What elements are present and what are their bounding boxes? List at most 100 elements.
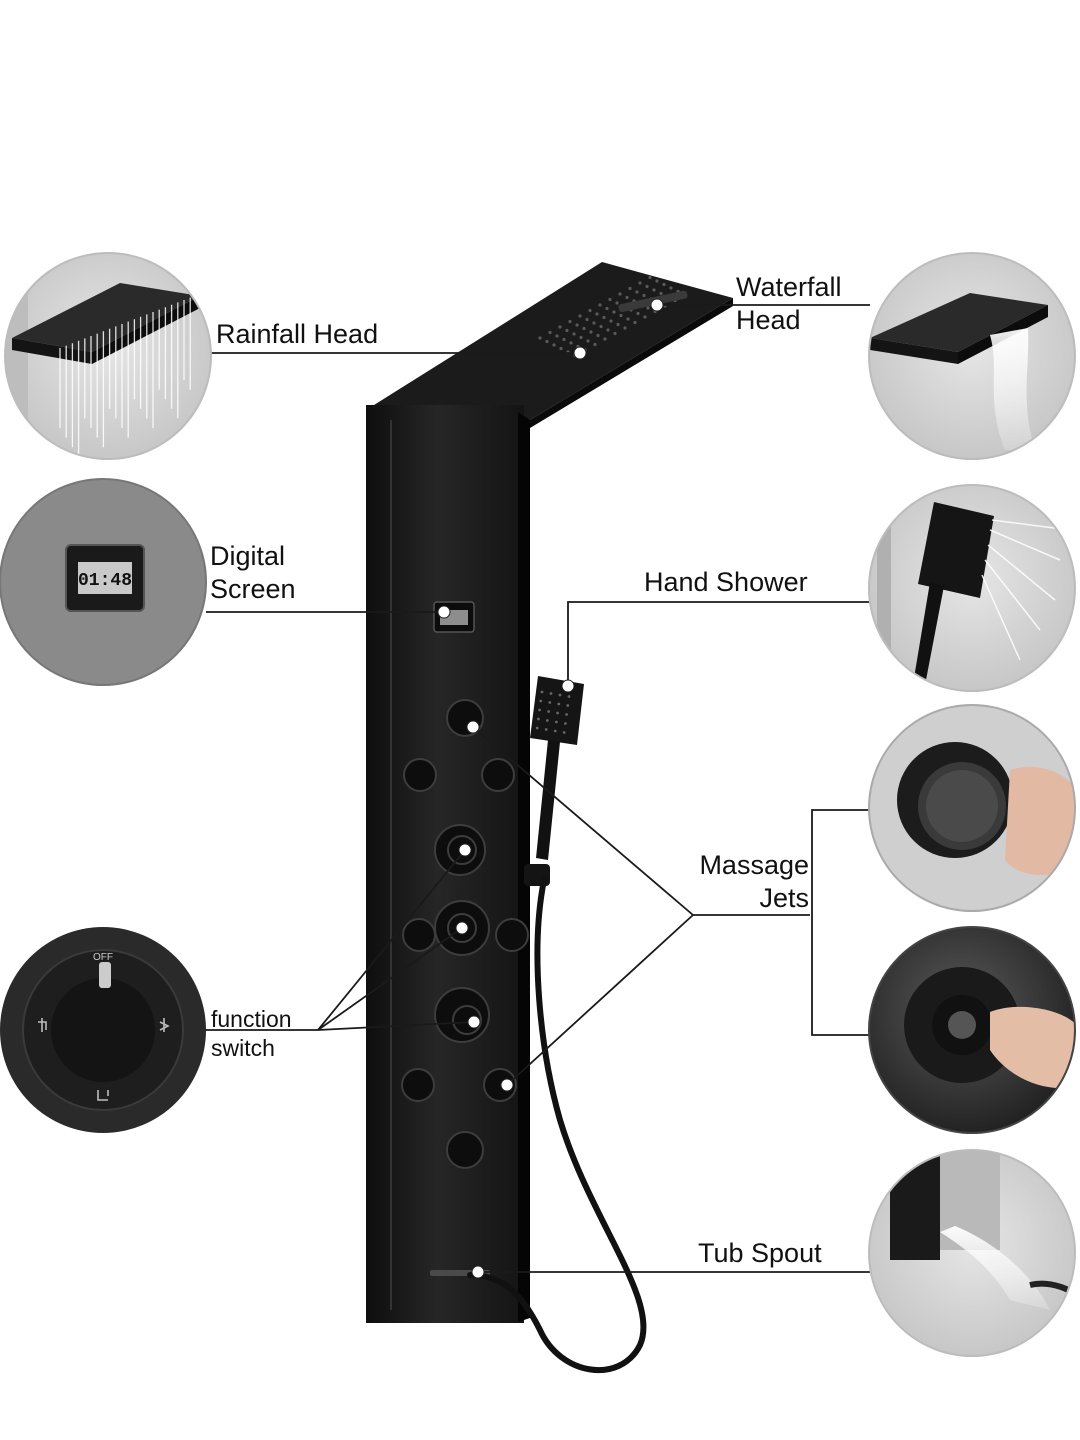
nozzle-dot [625, 295, 629, 300]
detail-tub-spout [868, 1149, 1076, 1357]
panel-top-head [366, 262, 733, 420]
leader-function-a [317, 849, 466, 1031]
nozzle-dot [548, 330, 552, 335]
hand-nozzle-dot [562, 731, 566, 734]
hand-nozzle-dot [558, 693, 562, 697]
hand-nozzle-dot [557, 702, 561, 706]
nozzle-dot [599, 324, 603, 329]
detail-massage-jet-1 [868, 704, 1076, 912]
jet-3[interactable] [402, 918, 436, 952]
nozzle-dot [582, 326, 586, 331]
hand-shower [467, 676, 647, 1373]
nozzle-dot [569, 341, 573, 345]
nozzle-dot [555, 334, 559, 338]
dot-hand-shower [561, 679, 575, 693]
nozzle-dot [538, 336, 542, 340]
hand-nozzle-dot [564, 722, 567, 725]
dot-dial-1 [458, 843, 472, 857]
hand-nozzle-dot [535, 726, 539, 730]
nozzle-dot [589, 330, 593, 334]
nozzle-dot [613, 331, 617, 336]
label-hand-shower: Hand Shower [644, 567, 808, 597]
hand-nozzle-dot [538, 708, 541, 712]
label-massage-line2: Jets [759, 883, 809, 913]
hand-nozzle-dot [567, 695, 571, 698]
nozzle-dot [608, 297, 612, 302]
hand-nozzle-dot [540, 690, 544, 694]
knob-bottom[interactable] [446, 1131, 484, 1169]
hand-shower-head[interactable] [530, 676, 584, 745]
label-waterfall-line1: Waterfall [736, 272, 842, 302]
dot-rainfall [573, 346, 587, 360]
hand-nozzle-dot [566, 704, 570, 707]
label-digital-screen: Digital Screen [210, 540, 296, 606]
nozzle-dot [568, 319, 572, 324]
nozzle-dot [619, 313, 623, 318]
label-massage-jets: Massage Jets [676, 849, 809, 915]
dial-symbols [38, 1018, 170, 1101]
dial-marking: OFF [93, 952, 113, 963]
nozzle-dot [623, 326, 627, 330]
nozzle-dot [626, 317, 630, 321]
nozzle-dot [578, 314, 582, 318]
detail-waterfall-head [868, 252, 1076, 460]
dot-waterfall [650, 298, 664, 312]
dot-digital-screen [437, 605, 451, 619]
dot-tub-spout [471, 1265, 485, 1279]
nozzle-dot [579, 335, 583, 340]
nozzle-dot [596, 333, 600, 338]
nozzle-dot [645, 284, 649, 289]
nozzle-dot [669, 286, 673, 290]
marker-dots [437, 298, 664, 1279]
jet-5[interactable] [401, 1068, 435, 1102]
detail-function-switch: OFF [0, 927, 206, 1133]
nozzle-dot [615, 301, 619, 305]
hand-nozzle-dot [556, 711, 559, 715]
nozzle-dot [643, 315, 647, 319]
hand-nozzle-dot [547, 710, 550, 713]
jet-1[interactable] [403, 758, 437, 792]
nozzle-dot [662, 282, 666, 287]
leader-function-b [317, 927, 463, 1031]
label-digital-line2: Screen [210, 574, 296, 604]
nozzle-dot [609, 319, 613, 323]
label-rainfall-head: Rainfall Head [216, 319, 379, 349]
jet-4[interactable] [495, 918, 529, 952]
hand-nozzle-dot [548, 701, 552, 704]
nozzle-dot [648, 275, 652, 280]
detail-massage-jet-2 [868, 926, 1076, 1134]
nozzle-dot [636, 311, 640, 316]
label-tub-spout: Tub Spout [698, 1238, 822, 1268]
label-waterfall-head: Waterfall Head [736, 271, 842, 337]
nozzle-dot [616, 322, 620, 327]
detail-digital-screen [0, 478, 207, 686]
nozzle-dot [646, 306, 650, 310]
nozzle-dot [572, 332, 576, 336]
dot-jet-bottom [500, 1078, 514, 1092]
nozzle-dot [586, 339, 590, 343]
nozzle-dot [588, 308, 592, 313]
nozzle-dot [593, 342, 597, 347]
jet-2[interactable] [481, 758, 515, 792]
label-function-line1: function [211, 1006, 292, 1032]
hand-nozzle-dot [549, 692, 553, 695]
nozzle-dot [603, 337, 607, 341]
leader-function-c [317, 1021, 475, 1031]
nozzle-dot [659, 291, 663, 296]
nozzle-dot [558, 325, 562, 329]
nozzle-dot [545, 339, 549, 344]
hand-nozzle-dot [539, 699, 543, 703]
dot-dial-2 [455, 921, 469, 935]
nozzle-dot [635, 290, 639, 294]
detail-rainfall-head [4, 252, 212, 460]
nozzle-dot [642, 293, 646, 298]
label-function-line2: switch [211, 1035, 275, 1061]
panel-top-head-front [530, 298, 733, 428]
hand-nozzle-dot [544, 728, 548, 731]
nozzle-dot [638, 281, 642, 285]
nozzle-dot [606, 328, 610, 332]
nozzle-dot [598, 303, 602, 307]
jet-6[interactable] [483, 1068, 517, 1102]
dot-dial-3 [467, 1015, 481, 1029]
